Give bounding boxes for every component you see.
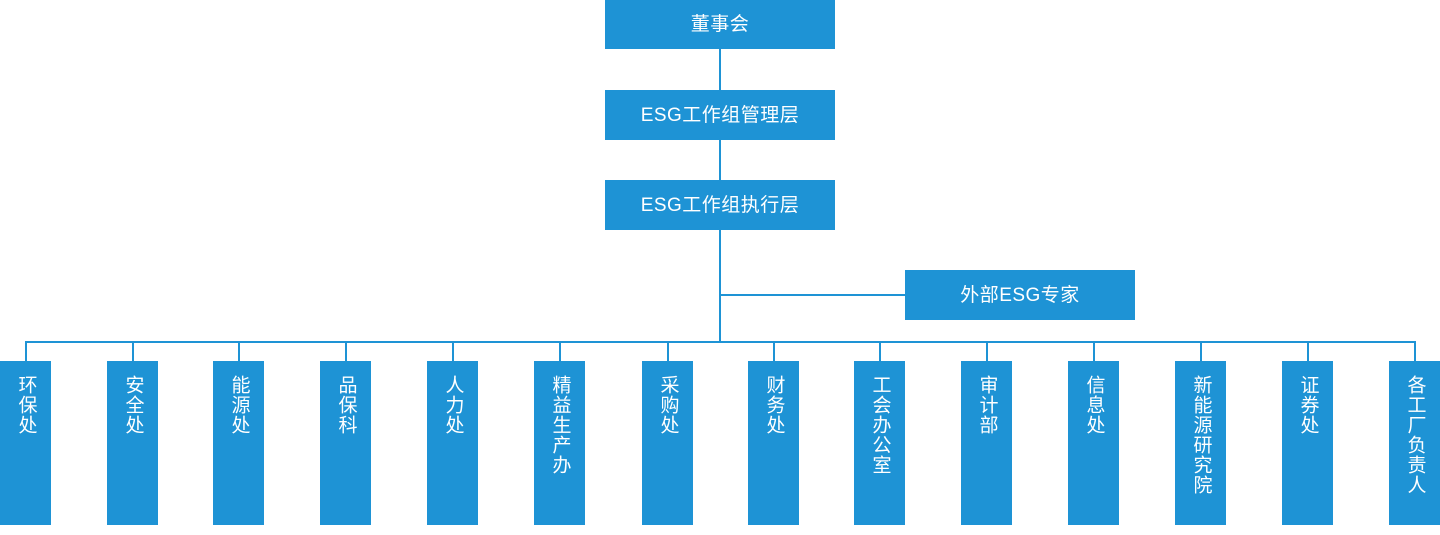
department-stub [1414, 341, 1416, 362]
department-stub [132, 341, 134, 362]
node-department-label: 品保科 [335, 375, 357, 435]
node-esg-execution-layer-label: ESG工作组执行层 [640, 194, 800, 216]
node-external-esg-expert[interactable]: 外部ESG专家 [905, 270, 1135, 320]
node-department-label: 审计部 [976, 375, 998, 435]
node-department-label: 各工厂负责人 [1404, 375, 1426, 495]
node-department-gegongchangfuzeren[interactable]: 各工厂负责人 [1389, 361, 1440, 525]
node-external-esg-expert-label: 外部ESG专家 [960, 284, 1080, 306]
node-department-label: 人力处 [442, 375, 464, 435]
node-board[interactable]: 董事会 [605, 0, 835, 49]
department-stub [238, 341, 240, 362]
node-department-label: 新能源研究院 [1190, 375, 1212, 495]
node-department-pinbaoke[interactable]: 品保科 [320, 361, 371, 525]
connector-board-to-management [719, 49, 721, 90]
node-esg-management-layer-label: ESG工作组管理层 [640, 104, 800, 126]
department-bus-line [26, 341, 1415, 343]
node-esg-execution-layer[interactable]: ESG工作组执行层 [605, 180, 835, 230]
department-stub [559, 341, 561, 362]
department-stub [879, 341, 881, 362]
department-stub [1200, 341, 1202, 362]
department-stub [1307, 341, 1309, 362]
node-department-huanbaochu[interactable]: 环保处 [0, 361, 51, 525]
node-department-label: 信息处 [1083, 375, 1105, 435]
node-board-label: 董事会 [690, 14, 750, 35]
node-esg-management-layer[interactable]: ESG工作组管理层 [605, 90, 835, 140]
node-department-caigouchu[interactable]: 采购处 [642, 361, 693, 525]
node-department-label: 证券处 [1297, 375, 1319, 435]
department-stub [345, 341, 347, 362]
department-stub [1093, 341, 1095, 362]
node-department-xinxichu[interactable]: 信息处 [1068, 361, 1119, 525]
node-department-label: 财务处 [763, 375, 785, 435]
node-department-renlichu[interactable]: 人力处 [427, 361, 478, 525]
node-department-shenjibu[interactable]: 审计部 [961, 361, 1012, 525]
connector-management-to-execution [719, 140, 721, 180]
department-stub [667, 341, 669, 362]
node-department-xinnengyuanyanjiuyuan[interactable]: 新能源研究院 [1175, 361, 1226, 525]
node-department-label: 精益生产办 [549, 375, 571, 475]
node-department-zhengquanchu[interactable]: 证券处 [1282, 361, 1333, 525]
node-department-label: 环保处 [15, 375, 37, 435]
connector-execution-trunk [719, 230, 721, 343]
node-department-nengyuanchu[interactable]: 能源处 [213, 361, 264, 525]
node-department-label: 安全处 [122, 375, 144, 435]
department-stub [25, 341, 27, 362]
department-stub [452, 341, 454, 362]
department-stub [773, 341, 775, 362]
connector-trunk-to-external-expert [719, 294, 906, 296]
department-stub [986, 341, 988, 362]
node-department-caiwuchu[interactable]: 财务处 [748, 361, 799, 525]
node-department-jingyishengchanban[interactable]: 精益生产办 [534, 361, 585, 525]
node-department-label: 采购处 [657, 375, 679, 435]
node-department-gonghuibangongshi[interactable]: 工会办公室 [854, 361, 905, 525]
node-department-label: 能源处 [228, 375, 250, 435]
node-department-label: 工会办公室 [869, 375, 891, 475]
node-department-anquanchu[interactable]: 安全处 [107, 361, 158, 525]
